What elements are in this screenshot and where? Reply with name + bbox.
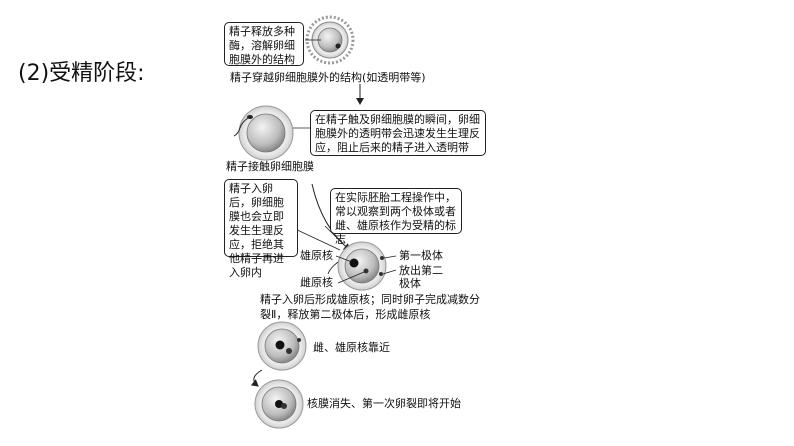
egg-pronuclei [327,241,387,291]
flow-arrow [250,369,263,387]
note-fertilization-mark: 在实际胚胎工程操作中，常以观察到两个极体或者雌、雄原核作为受精的标志 [330,188,462,246]
pointer-line [382,269,397,275]
connector-line [324,225,344,245]
caption-stage1: 精子穿越卵细胞膜外的结构(如透明带等) [230,71,426,84]
egg-pronuclei-approach [257,321,307,371]
label-first-polar-body: 第一极体 [399,249,443,262]
label-male-pronucleus: 雄原核 [300,249,333,262]
note-membrane-reaction: 精子入卵后，卵细胞膜也会立即发生生理反应，拒绝其他精子再进入卵内 [224,179,298,279]
egg-sperm-contact [233,105,294,161]
note-zona-reaction: 在精子触及卵细胞膜的瞬间，卵细胞膜外的透明带会迅速发生生理反应，阻止后来的精子进… [310,110,486,156]
pointer-line [337,271,365,284]
page-heading: (2)受精阶段: [18,61,145,86]
caption-stage5: 核膜消失、第一次卵裂即将开始 [307,397,461,410]
note-sperm-enzyme: 精子释放多种酶，溶解卵细胞膜外的结构 [224,22,304,66]
egg-nuclear-fusion [254,379,304,429]
caption-stage2: 精子接触卵细胞膜 [226,160,314,173]
caption-stage3: 精子入卵后形成雄原核；同时卵子完成减数分裂Ⅱ，释放第二极体后，形成雌原核 [260,293,480,321]
pointer-line [383,255,397,259]
caption-stage4: 雌、雄原核靠近 [313,341,390,354]
flow-arrow [311,183,351,251]
pointer-line [335,255,353,263]
label-second-polar-body: 放出第二极体 [399,264,443,290]
label-female-pronucleus: 雌原核 [300,276,333,289]
